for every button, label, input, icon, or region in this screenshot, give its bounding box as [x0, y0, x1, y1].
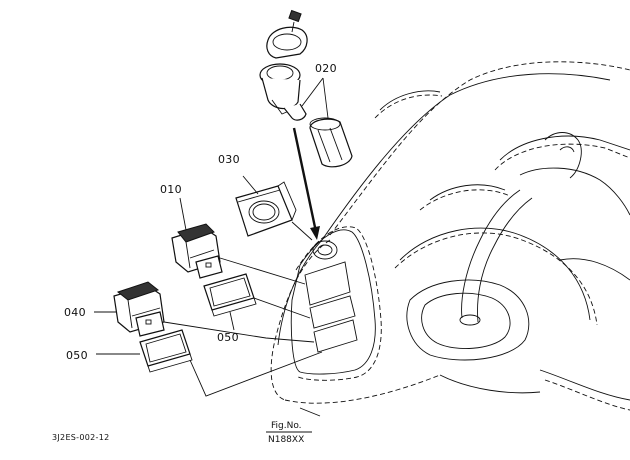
assembly-guides: [163, 127, 323, 417]
drawing-code: 3J2ES-002-12: [52, 433, 110, 442]
part-040-switch: [94, 281, 165, 337]
part-020-cigar-lighter: [259, 9, 353, 168]
part-050-bezel-upper: [203, 273, 257, 331]
label-050-upper: 050: [217, 331, 239, 344]
console-panel: [270, 61, 630, 411]
fig-number: N188XX: [268, 435, 304, 445]
part-050-bezel-lower: [96, 329, 193, 373]
label-040: 040: [64, 306, 86, 319]
label-010: 010: [160, 183, 182, 196]
part-010-switch: [171, 197, 223, 279]
part-labels: 020 030 010 040 050 050: [64, 62, 337, 362]
label-020: 020: [315, 62, 337, 75]
figure-number: Fig.No. N188XX: [266, 421, 312, 445]
label-050-lower: 050: [66, 349, 88, 362]
part-030-cover-plate: [235, 175, 297, 237]
label-030: 030: [218, 153, 240, 166]
fig-label: Fig.No.: [271, 421, 302, 431]
